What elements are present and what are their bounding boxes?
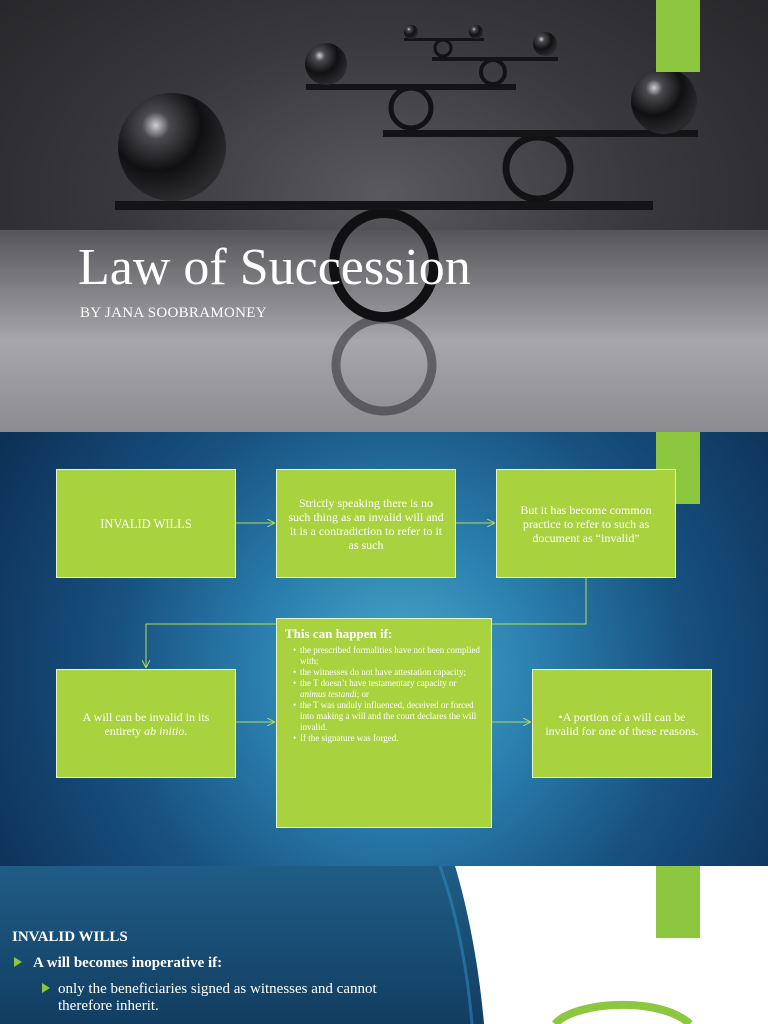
box-strictly-speaking-text: Strictly speaking there is no such thing… [288, 495, 444, 552]
bullet-triangle-icon [42, 983, 50, 993]
entirety-text: A will can be invalid in its entirety [82, 709, 210, 738]
box-portion-invalid: •A portion of a will can be invalid for … [532, 669, 712, 778]
happen-list: the prescribed formalities have not been… [285, 645, 483, 744]
box-portion-invalid-text: •A portion of a will can be invalid for … [545, 709, 699, 738]
box-invalid-entirety: A will can be invalid in its entirety ab… [56, 669, 236, 778]
section-heading: INVALID WILLS [12, 929, 128, 945]
box-common-practice-text: But it has become common practice to ref… [520, 502, 652, 545]
box-invalid-entirety-text: A will can be invalid in its entirety ab… [67, 710, 225, 738]
box-invalid-wills: INVALID WILLS [56, 469, 236, 578]
accent-tab [656, 866, 700, 938]
list-item-tail: ; or [356, 689, 370, 699]
floor-surface [0, 230, 768, 432]
bullet-beneficiaries: only the beneficiaries signed as witness… [58, 981, 377, 1014]
accent-tab [656, 0, 700, 72]
entirety-italic: ab initio. [144, 723, 188, 738]
happen-title: This can happen if: [285, 626, 393, 641]
list-item: the T doesn’t have testamentary capacity… [293, 678, 483, 700]
box-common-practice: But it has become common practice to ref… [496, 469, 676, 578]
slide-title: Law of Succession BY JANA SOOBRAMONEY [0, 0, 768, 432]
list-item: the witnesses do not have attestation ca… [293, 667, 483, 678]
box-strictly-speaking: Strictly speaking there is no such thing… [276, 469, 456, 578]
balance-sculpture-image [115, 25, 698, 416]
slide-title-heading: Law of Succession [78, 239, 471, 296]
list-item: the T was unduly influenced, deceived or… [293, 700, 483, 733]
bullet-inoperative: A will becomes inoperative if: [33, 955, 223, 971]
list-item-text: the T doesn’t have testamentary capacity… [300, 678, 457, 688]
list-item-italic: animus testandi [300, 689, 357, 699]
box-this-can-happen: This can happen if: the prescribed forma… [276, 618, 492, 828]
list-item: the prescribed formalities have not been… [293, 645, 483, 667]
author-subtitle: BY JANA SOOBRAMONEY [80, 305, 267, 321]
slide-invalid-wills-diagram: INVALID WILLS Strictly speaking there is… [0, 432, 768, 866]
slide-invalid-wills-text: INVALID WILLS A will becomes inoperative… [0, 866, 768, 1024]
bullet-triangle-icon [14, 957, 22, 967]
box-invalid-wills-label: INVALID WILLS [100, 516, 192, 531]
list-item: If the signature was forged. [293, 733, 483, 744]
